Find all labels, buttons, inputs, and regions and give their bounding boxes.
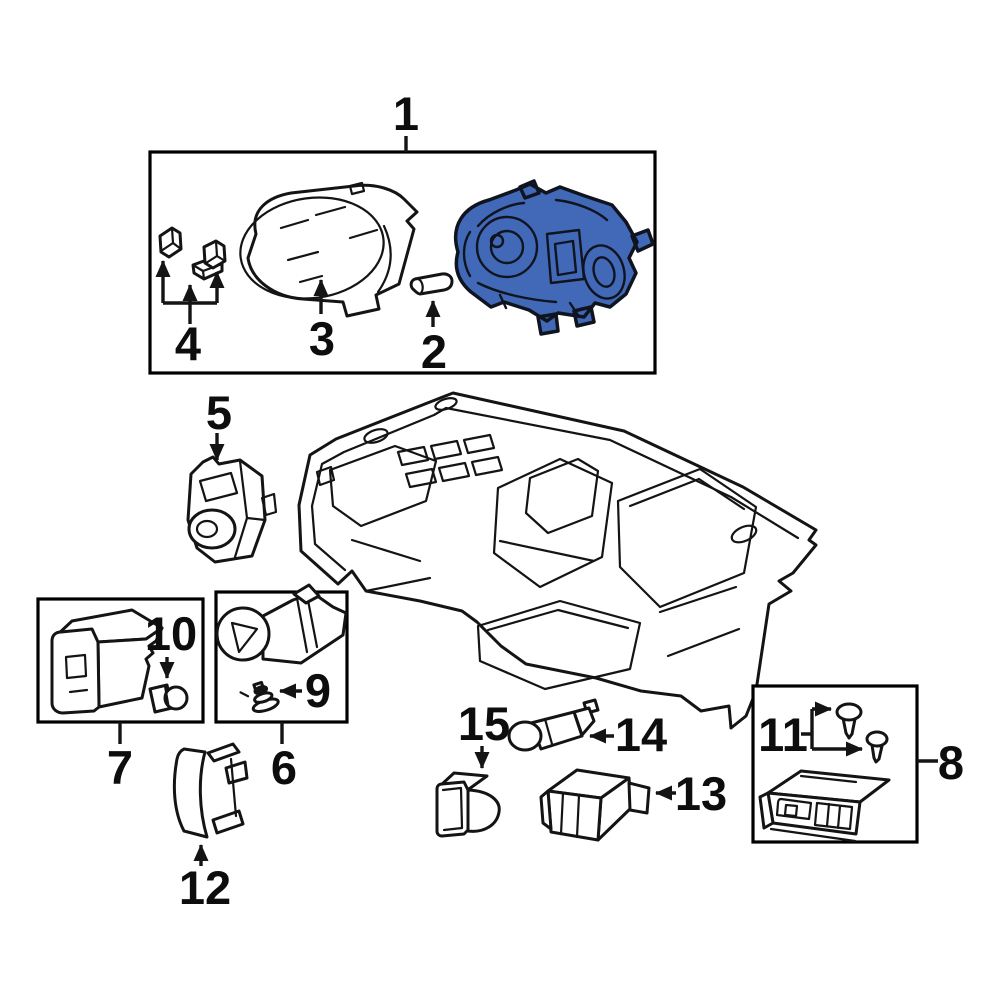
bulb-2-body: [409, 272, 454, 296]
dashboard-right-opening: [616, 467, 758, 609]
part-2-bulb: 2: [409, 272, 454, 378]
lens-hatching: [279, 205, 379, 284]
switch-6-triangle: [230, 621, 259, 654]
lens-inner-line: [239, 196, 385, 300]
unit-8-flange: [758, 791, 775, 830]
part-8-unit: [758, 769, 891, 843]
clip-a: [158, 226, 183, 259]
callout-7: 7: [107, 741, 133, 794]
part-15-switch: 15: [435, 697, 510, 838]
callout-2: 2: [421, 325, 447, 378]
callout-3: 3: [309, 312, 335, 365]
callout-11-bracket: [801, 709, 814, 749]
unit-8-left-window: [775, 797, 813, 821]
plate-12-tab-link: [229, 757, 238, 818]
switch-13-bands: [559, 791, 581, 839]
clip-a-edges: [159, 226, 183, 253]
dashboard-glovebox-lines: [350, 538, 741, 658]
screw-11-b: [865, 730, 889, 764]
plate-12-tabs: [206, 742, 249, 835]
switch-13-front: [546, 789, 603, 842]
dashboard-hole-2: [363, 428, 389, 444]
dashboard-vent-grid: [396, 433, 504, 489]
plate-12-edge: [199, 750, 209, 839]
bulb-10-collar: [163, 684, 171, 711]
switch-13-left-step: [539, 789, 553, 831]
callout-10: 10: [145, 607, 197, 660]
clip-c-edges: [204, 239, 227, 265]
switch-15-bulge: [466, 788, 501, 833]
part-3-cluster-lens: 3: [239, 181, 419, 365]
screw-b-head: [865, 730, 889, 748]
screw-11-a: [835, 702, 863, 740]
callout-1: 1: [393, 87, 419, 140]
bulb-9-steps: [252, 680, 274, 704]
callout-8: 8: [938, 736, 964, 789]
switch-15-front-line: [441, 786, 464, 832]
part-13-switch: 13: [539, 767, 727, 842]
bulb-14-collar: [543, 717, 554, 746]
dashboard-cluster-hood: [315, 444, 438, 528]
switch-7-face-detail: [64, 653, 89, 694]
cluster-left-gauge-hub: [489, 233, 505, 249]
part-4-clips: 4: [155, 226, 227, 370]
callout-11: 11: [758, 708, 808, 761]
switch-5-knob-center: [195, 519, 219, 539]
bulb-10-head: [163, 685, 189, 711]
callout-13: 13: [675, 767, 727, 820]
callout-12: 12: [179, 861, 231, 914]
box-6-group: 9 6: [214, 583, 349, 794]
callout-5: 5: [206, 386, 232, 439]
cluster-left-gauge-outer: [475, 215, 539, 279]
dashboard-lower-tray: [476, 599, 642, 691]
switch-7-right-body: [96, 626, 164, 709]
callout-14: 14: [615, 708, 667, 761]
switch-5-edges: [198, 459, 267, 559]
bulb-2-endline: [416, 277, 424, 295]
clip-c: [202, 239, 227, 270]
dashboard-panel-drawing: [297, 391, 818, 730]
part-14-bulb-socket: 14: [507, 698, 667, 761]
switch-5-tab: [260, 492, 278, 517]
dashboard-center-stack: [492, 457, 614, 589]
dashboard-hole-3: [730, 524, 758, 544]
switch-13-tab: [627, 781, 651, 815]
lens-right-lobe: [376, 224, 392, 294]
unit-8-right-window: [813, 801, 854, 831]
switch-7-front-face: [50, 627, 101, 715]
callout-6: 6: [271, 741, 297, 794]
switch-15-front: [435, 780, 470, 838]
cluster-right-gauge-inner: [592, 256, 616, 288]
switch-5-knob: [187, 508, 237, 550]
bulb-14-head: [507, 720, 543, 752]
unit-8-lip: [769, 774, 858, 843]
part-5-switch: 5: [186, 386, 278, 564]
dashboard-outline: [297, 391, 818, 730]
dashboard-hole-1: [434, 397, 458, 411]
part-1-instrument-cluster-highlighted: [453, 179, 655, 336]
box-8-group: 11 8: [751, 684, 964, 844]
bulb-9: [239, 680, 280, 713]
callout-4: 4: [175, 317, 201, 370]
dashboard-inner-rim: [310, 406, 800, 572]
callout-9: 9: [305, 664, 331, 717]
callout-15: 15: [458, 697, 510, 750]
cluster-blue-body: [453, 179, 655, 336]
box-7-group: 10 7: [36, 597, 205, 794]
switch-6-button-face: [215, 606, 271, 662]
cluster-contours: [462, 198, 609, 317]
switch-6-top-tab: [292, 583, 321, 605]
part-12-blank-plate: 12: [172, 742, 249, 914]
cluster-right-gauge: [582, 244, 626, 300]
bulb-9-wing: [239, 691, 250, 698]
lens-top-notch: [348, 181, 366, 196]
assembly-box-1: 1 4 3: [148, 87, 657, 378]
screw-a-head: [835, 702, 863, 722]
cluster-left-gauge-inner: [489, 229, 525, 265]
